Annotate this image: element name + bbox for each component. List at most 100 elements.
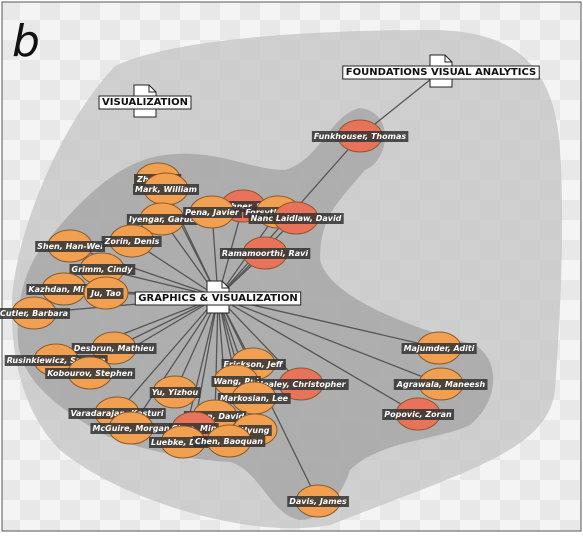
author-node[interactable]: Majumder, Aditi xyxy=(401,331,477,365)
author-node[interactable]: Ju, Tao xyxy=(83,276,129,310)
author-label: Shen, Han-Wei xyxy=(37,242,103,251)
author-label-bg xyxy=(382,409,455,420)
author-label-bg xyxy=(68,408,166,419)
author-label: Zorin, Denis xyxy=(104,237,160,246)
edge xyxy=(130,296,219,429)
author-label: Chen, Baoquan xyxy=(195,437,263,446)
author-label: Hyung xyxy=(240,426,269,435)
author-label: Desbrun, Mathieu xyxy=(74,344,155,353)
author-label-bg xyxy=(71,343,157,354)
document-label-box xyxy=(342,65,540,80)
author-label: Breen, David xyxy=(186,412,244,421)
author-label-bg xyxy=(192,436,266,447)
author-label: Ju, Tao xyxy=(89,289,121,298)
author-label-bg xyxy=(183,207,242,218)
edge xyxy=(217,296,302,385)
author-label: Wang, Rui xyxy=(213,377,258,386)
author-label: McGuire, Morgan xyxy=(92,424,169,433)
author-label-bg xyxy=(149,387,201,398)
author-node[interactable]: Iyengar, Garud xyxy=(126,202,198,236)
author-label: Majumder, Aditi xyxy=(404,344,475,353)
author-node[interactable]: McGuire, Morgan xyxy=(90,411,172,445)
author-label: Varadarajan, Kasturi xyxy=(70,409,163,418)
author-label-bg xyxy=(202,201,285,212)
author-label-bg xyxy=(90,423,172,434)
author-label: Marschner, Steve xyxy=(204,202,282,211)
document-label: FOUNDATIONS VISUAL ANALYTICS xyxy=(346,67,536,78)
author-label: Cutler, Barbara xyxy=(0,309,68,318)
author-node[interactable]: Markosian, Lee xyxy=(217,381,291,415)
document-label: GRAPHICS & VISUALIZATION xyxy=(138,293,297,304)
author-node[interactable]: Pena, Javier xyxy=(183,195,242,229)
author-label: Agrawala, Maneesh xyxy=(396,380,486,389)
author-label-bg xyxy=(0,308,71,319)
author-node[interactable]: Nanc Laidlaw, David xyxy=(248,201,344,235)
author-node[interactable]: Ramamoorthi, Ravi xyxy=(219,236,311,270)
document-node-fva[interactable]: FOUNDATIONS VISUAL ANALYTICS xyxy=(342,54,540,88)
author-label: Pena, Javier xyxy=(185,208,240,217)
author-label-bg xyxy=(4,355,108,366)
document-node-vis[interactable]: VISUALIZATION xyxy=(98,84,192,118)
author-label-bg xyxy=(45,368,136,379)
author-label-bg xyxy=(287,496,349,507)
author-node[interactable]: Yu, Yizhou xyxy=(149,375,201,409)
author-label-bg xyxy=(69,264,136,275)
author-label-bg xyxy=(401,343,477,354)
author-label-bg xyxy=(183,411,247,422)
edge xyxy=(217,296,442,385)
author-label: Mark, William xyxy=(135,185,197,194)
author-node[interactable]: Cutler, Barbara xyxy=(0,296,71,330)
document-label: VISUALIZATION xyxy=(102,97,188,108)
author-label: Davis, James xyxy=(289,497,347,506)
document-fold xyxy=(444,55,452,63)
author-label-bg xyxy=(248,213,344,224)
author-label: Funkhouser, Thomas xyxy=(314,132,406,141)
author-label-bg xyxy=(126,214,198,225)
author-label-bg xyxy=(219,248,311,259)
author-label: Rusinkiewicz, Szymon xyxy=(7,356,106,365)
edge xyxy=(214,296,219,417)
author-node[interactable]: Healey, Christopher xyxy=(254,367,349,401)
author-label-bg xyxy=(311,131,409,142)
author-node[interactable]: Kobourov, Stephen xyxy=(45,356,136,390)
author-label-bg xyxy=(393,379,488,390)
author-label: Nanc Laidlaw, David xyxy=(251,214,342,223)
document-node-gv[interactable]: GRAPHICS & VISUALIZATION xyxy=(134,280,302,314)
author-node[interactable]: Shen, Han-Wei xyxy=(35,229,106,263)
author-node[interactable]: Funkhouser, Thomas xyxy=(311,119,409,153)
author-label: Grimm, Cindy xyxy=(72,265,134,274)
panel-letter: b xyxy=(12,16,40,67)
author-label-bg xyxy=(133,184,199,195)
author-label-bg xyxy=(221,359,286,370)
edge xyxy=(217,296,419,415)
author-node[interactable]: Chen, Baoquan xyxy=(192,424,266,458)
document-label-box xyxy=(134,291,302,306)
author-label: Ramamoorthi, Ravi xyxy=(222,249,308,258)
author-node[interactable]: Mark, William xyxy=(133,172,199,206)
author-label: Kobourov, Stephen xyxy=(47,369,133,378)
author-label-bg xyxy=(101,236,162,247)
edge xyxy=(116,296,219,414)
author-label: Luebke, David xyxy=(151,438,215,447)
document-fold xyxy=(148,85,156,93)
author-node[interactable]: Davis, James xyxy=(287,484,349,518)
author-label: Healey, Christopher xyxy=(256,380,346,389)
author-label: Yu, Yizhou xyxy=(152,388,199,397)
author-label: Iyengar, Garud xyxy=(129,215,196,224)
author-label-bg xyxy=(26,284,102,295)
author-label-bg xyxy=(87,288,124,299)
author-node[interactable]: Zorin, Denis xyxy=(101,224,162,258)
author-label-bg xyxy=(211,376,261,387)
author-node[interactable]: Kazhdan, Misha xyxy=(26,272,102,306)
author-label-bg xyxy=(35,241,106,252)
author-node[interactable]: Popovic, Zoran xyxy=(382,397,455,431)
author-label: Popovic, Zoran xyxy=(384,410,452,419)
author-node[interactable]: Agrawala, Maneesh xyxy=(393,367,488,401)
author-label: Kazhdan, Misha xyxy=(28,285,99,294)
author-label-bg xyxy=(149,437,218,448)
author-node[interactable]: Grimm, Cindy xyxy=(69,252,136,286)
document-fold xyxy=(221,281,229,289)
author-label-bg xyxy=(217,393,291,404)
